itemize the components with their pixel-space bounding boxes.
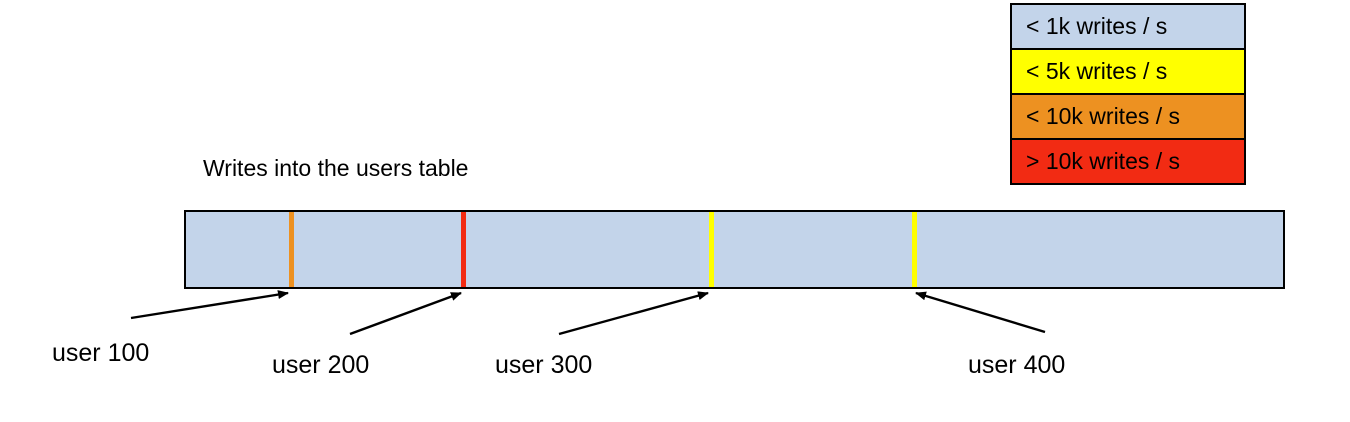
callout-arrow-user-300 [558, 291, 709, 336]
legend-row-under-5k: < 5k writes / s [1012, 50, 1244, 95]
callout-arrow-user-100 [130, 290, 289, 320]
users-table-bar [184, 210, 1285, 289]
legend: < 1k writes / s < 5k writes / s < 10k wr… [1010, 3, 1246, 185]
callout-label-user-300: user 300 [495, 351, 593, 379]
callout-arrow-user-400 [915, 291, 1046, 334]
partition-marker-user-100 [289, 212, 294, 287]
callout-label-user-200: user 200 [272, 351, 370, 379]
legend-label-over-10k: > 10k writes / s [1026, 148, 1181, 174]
partition-marker-user-200 [461, 212, 466, 287]
partition-marker-user-400 [912, 212, 917, 287]
legend-row-over-10k: > 10k writes / s [1012, 140, 1244, 185]
partition-marker-user-300 [709, 212, 714, 287]
callout-label-user-100: user 100 [52, 339, 150, 367]
legend-label-under-10k: < 10k writes / s [1026, 103, 1181, 129]
legend-label-under-1k: < 1k writes / s [1026, 13, 1168, 39]
chart-title: Writes into the users table [203, 155, 469, 181]
legend-row-under-10k: < 10k writes / s [1012, 95, 1244, 140]
callout-arrow-user-200 [349, 291, 462, 336]
legend-label-under-5k: < 5k writes / s [1026, 58, 1168, 84]
legend-row-under-1k: < 1k writes / s [1012, 5, 1244, 50]
callout-label-user-400: user 400 [968, 351, 1066, 379]
